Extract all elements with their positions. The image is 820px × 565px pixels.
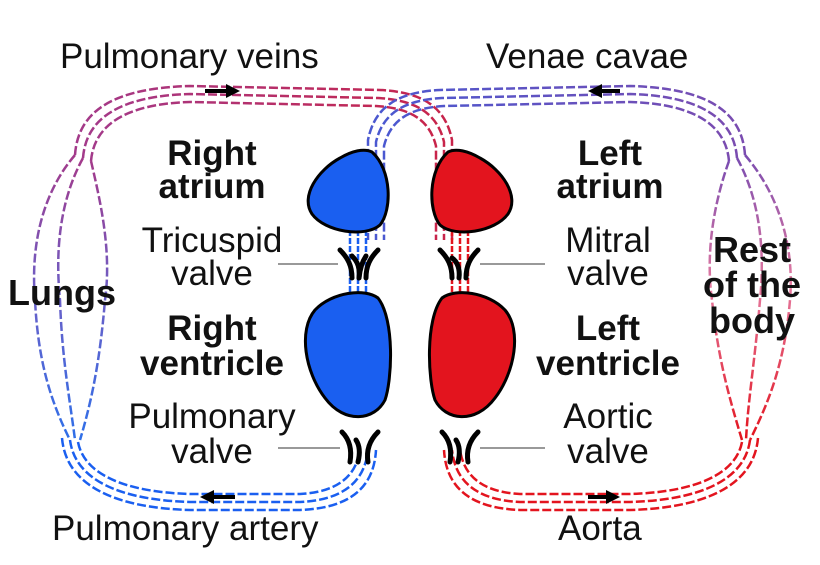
label-lungs: Lungs [8, 272, 116, 313]
label-left-ventricle-line2: ventricle [536, 344, 680, 383]
venae-cavae-vessel [366, 84, 747, 240]
label-right-ventricle-line2: ventricle [140, 344, 284, 383]
label-aorta: Aorta [558, 509, 642, 548]
label-left-ventricle-line1: Left [576, 309, 641, 348]
label-right-ventricle-line1: Right [167, 309, 257, 348]
label-pulmonary-artery: Pulmonary artery [52, 509, 319, 548]
arrow-right-icon [205, 84, 240, 98]
label-left-atrium-line2: atrium [557, 167, 664, 206]
lungs-capillaries [32, 154, 109, 441]
label-mitral-line2: valve [567, 254, 649, 293]
arrow-left-icon [588, 84, 620, 98]
label-tricuspid-line1: Tricuspid [142, 221, 283, 260]
label-rest-line1: Rest [713, 229, 791, 270]
left-ventricle-chamber [427, 291, 517, 419]
mitral-valve-icon [437, 247, 481, 281]
tricuspid-valve-icon [337, 247, 381, 281]
label-rest-line2: of the [703, 264, 801, 305]
arrow-right-icon [588, 490, 620, 504]
body-capillaries [708, 154, 792, 441]
label-venae-cavae: Venae cavae [486, 37, 688, 76]
aortic-valve-icon [439, 429, 481, 465]
label-mitral-line1: Mitral [565, 221, 651, 260]
label-pulmonary-veins: Pulmonary veins [60, 37, 319, 76]
pulmonary-veins-vessel [73, 84, 454, 240]
label-pulmonary-valve-line2: valve [171, 432, 253, 471]
pulmonary-artery-vessel [60, 437, 378, 512]
right-atrium-chamber [306, 148, 390, 234]
label-pulmonary-valve-line1: Pulmonary [128, 397, 296, 436]
arrow-left-icon [200, 490, 235, 504]
label-rest-line3: body [709, 300, 795, 341]
aorta-vessel [442, 437, 760, 512]
lungs-halo [0, 165, 140, 425]
label-right-atrium-line2: atrium [159, 167, 266, 206]
label-tricuspid-line2: valve [171, 254, 253, 293]
right-ventricle-chamber [303, 291, 393, 419]
label-left-atrium-line1: Left [578, 134, 643, 173]
label-right-atrium-line1: Right [167, 134, 257, 173]
left-atrium-chamber [430, 148, 514, 234]
label-aortic-line1: Aortic [563, 397, 652, 436]
label-pointers [278, 263, 545, 449]
pulmonary-valve-icon [339, 429, 381, 465]
label-aortic-line2: valve [567, 432, 649, 471]
